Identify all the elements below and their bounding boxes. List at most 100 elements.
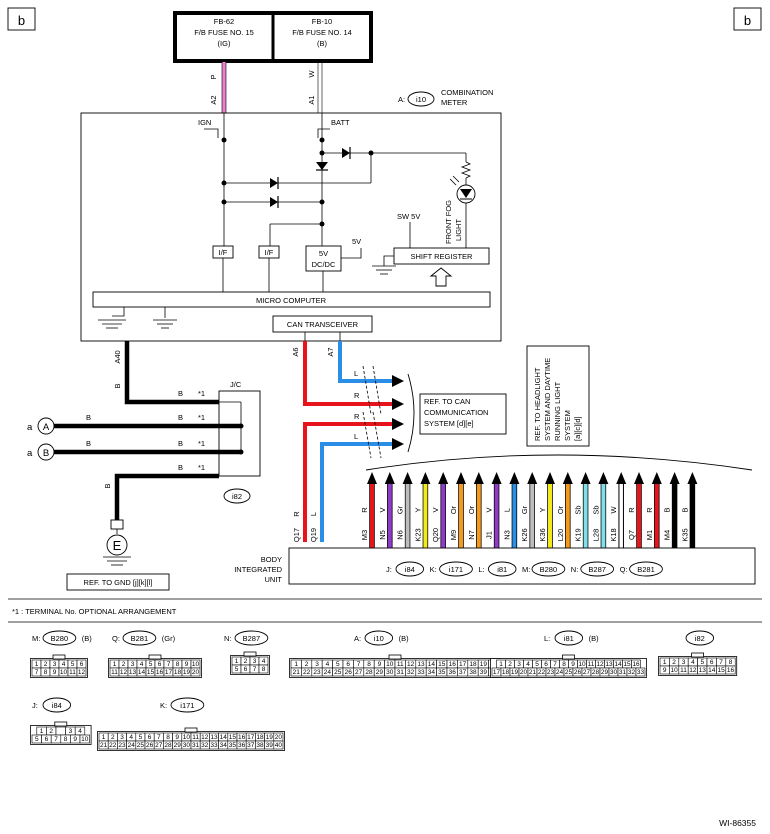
terminal-number: 27 bbox=[155, 742, 163, 749]
terminal-number: 5 bbox=[149, 661, 153, 668]
if-label: I/F bbox=[219, 248, 228, 257]
connector-color: (B) bbox=[589, 634, 600, 643]
pin-label: K23 bbox=[413, 528, 422, 541]
svg-text:J/C: J/C bbox=[230, 380, 242, 389]
wire-color-label: Or bbox=[556, 505, 565, 514]
terminal-number: 7 bbox=[167, 661, 171, 668]
pin-label: Q17 bbox=[292, 528, 301, 542]
terminal-number: 5 bbox=[71, 661, 75, 668]
svg-text:A40: A40 bbox=[113, 350, 122, 363]
body-pins: RM3VN5GrN6YK23VQ20OrM9OrN7VJ1LN3GrK26YK3… bbox=[360, 472, 698, 548]
terminal-number: 4 bbox=[129, 734, 133, 741]
terminal-number: 8 bbox=[64, 736, 68, 743]
body-pin-Q7: RQ7 bbox=[627, 472, 644, 548]
pin-arrow bbox=[367, 472, 377, 484]
svg-text:COMMUNICATION: COMMUNICATION bbox=[424, 408, 488, 417]
terminal-number: 2 bbox=[111, 734, 115, 741]
body-pin-M1: RM1 bbox=[645, 472, 662, 548]
terminal-number: 14 bbox=[220, 734, 228, 741]
fuse-label: F/B FUSE NO. 14 bbox=[292, 28, 352, 37]
svg-text:a: a bbox=[27, 422, 33, 433]
terminal-number: 27 bbox=[355, 669, 363, 676]
ground-connection: B *1 B E REF. TO GND [j][k][l] bbox=[66, 463, 219, 591]
connector-prefix: K: bbox=[430, 565, 437, 574]
wire-color-label: B bbox=[663, 507, 672, 512]
svg-text:REF. TO CAN: REF. TO CAN bbox=[424, 397, 470, 406]
terminal-number: 2 bbox=[508, 661, 512, 668]
connector-latch bbox=[184, 727, 198, 733]
pin-label: K18 bbox=[609, 528, 618, 541]
svg-text:REF. TO HEADLIGHT: REF. TO HEADLIGHT bbox=[533, 367, 542, 441]
svg-text:B: B bbox=[178, 439, 183, 448]
terminal-number: 13 bbox=[605, 661, 613, 668]
terminal-number: 12 bbox=[201, 734, 209, 741]
pin-label: N3 bbox=[502, 530, 511, 540]
terminal-number: 21 bbox=[293, 669, 301, 676]
pin-arrow bbox=[562, 472, 573, 484]
terminal-number: 17 bbox=[165, 669, 173, 676]
terminal-number: 1 bbox=[40, 728, 44, 735]
connector-id: B287 bbox=[588, 565, 606, 574]
pin-arrow bbox=[491, 472, 502, 484]
terminal-number: 18 bbox=[469, 661, 477, 668]
connector-latch bbox=[562, 654, 575, 660]
wire-color-label: Sb bbox=[574, 505, 583, 514]
pin-label: Q7 bbox=[627, 530, 636, 540]
pin-arrow bbox=[402, 472, 413, 484]
terminal-number: 25 bbox=[565, 669, 573, 676]
terminal-number: 24 bbox=[556, 669, 564, 676]
terminal-number: 32 bbox=[407, 669, 415, 676]
terminal-number: 9 bbox=[73, 736, 77, 743]
unit-connector-i81: L:i81 bbox=[478, 561, 517, 577]
pin-arrow bbox=[651, 472, 662, 484]
svg-text:*1: *1 bbox=[198, 389, 205, 398]
terminal-number: 9 bbox=[185, 661, 189, 668]
ground-wire: A40 B B *1 bbox=[113, 341, 219, 405]
svg-text:B: B bbox=[103, 483, 112, 488]
terminal-number: 37 bbox=[247, 742, 255, 749]
terminal-number: 25 bbox=[137, 742, 145, 749]
can-transceiver-label: CAN TRANSCEIVER bbox=[287, 320, 359, 329]
reference-wires: a A B B *1 a B B B *1 bbox=[27, 413, 241, 461]
pin-arrow bbox=[598, 472, 609, 484]
terminal-number: 6 bbox=[710, 659, 714, 666]
terminal-number: 18 bbox=[502, 669, 510, 676]
terminal-number: 33 bbox=[637, 669, 645, 676]
page-marker-left: b bbox=[7, 7, 36, 31]
terminal-number: 21 bbox=[529, 669, 537, 676]
connector-oval bbox=[629, 561, 663, 577]
wire-color-label: R bbox=[360, 507, 369, 513]
terminal-number: 8 bbox=[44, 669, 48, 676]
terminal-number: 10 bbox=[578, 661, 586, 668]
if-label: I/F bbox=[265, 248, 274, 257]
pin-arrow bbox=[438, 472, 449, 484]
terminal-cell bbox=[79, 734, 90, 744]
pin-label: Q19 bbox=[309, 528, 318, 542]
connector-id: B280 bbox=[51, 634, 69, 643]
terminal-number: 6 bbox=[544, 661, 548, 668]
connector-oval bbox=[580, 561, 615, 577]
svg-text:RUNNING LIGHT: RUNNING LIGHT bbox=[553, 381, 562, 441]
terminal-number: 3 bbox=[53, 661, 57, 668]
pin-label: L28 bbox=[591, 529, 600, 542]
body-pin-M4: BM4 bbox=[663, 472, 680, 548]
pin-arrow bbox=[509, 472, 520, 484]
connector-oval bbox=[42, 630, 77, 646]
svg-text:R: R bbox=[354, 391, 360, 400]
five-v-label: 5V bbox=[352, 237, 361, 246]
terminal-number: 16 bbox=[727, 667, 735, 674]
joint-connector: J/C i82 bbox=[218, 380, 261, 504]
svg-text:*1: *1 bbox=[198, 439, 205, 448]
terminal-number: 8 bbox=[166, 734, 170, 741]
terminal-number: 8 bbox=[262, 666, 266, 673]
svg-text:SYSTEM [d][e]: SYSTEM [d][e] bbox=[424, 419, 474, 428]
terminal-cell bbox=[258, 664, 269, 674]
svg-text:b: b bbox=[744, 13, 751, 28]
connector-id: i82 bbox=[695, 634, 705, 643]
